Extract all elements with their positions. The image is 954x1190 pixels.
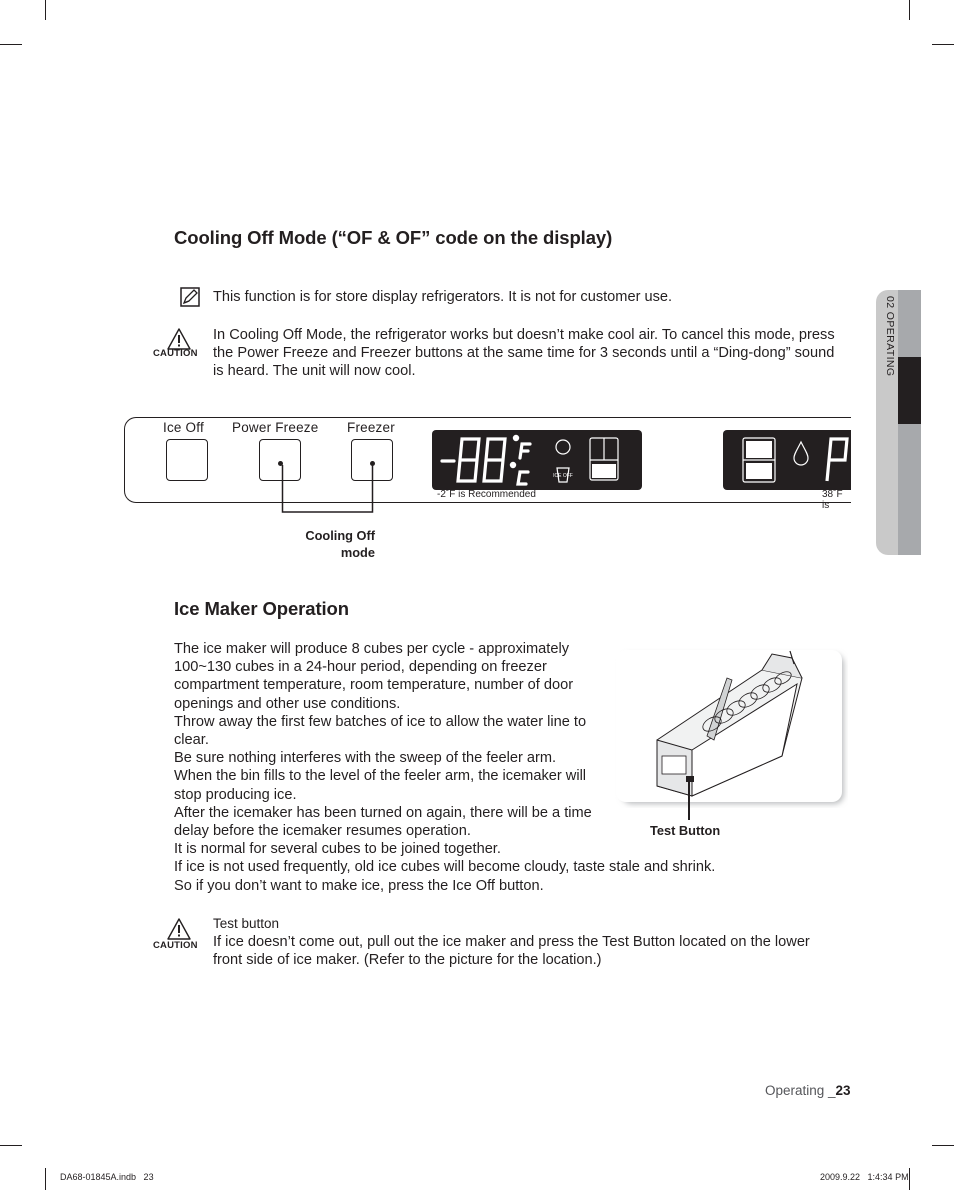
body-line: When the bin fills to the level of the f… (174, 768, 587, 785)
ice-maker-picture (612, 648, 848, 808)
footer-file: DA68-01845A.indb 23 (60, 1172, 154, 1182)
control-panel-illustration: Ice Off Power Freeze Freezer (0, 405, 851, 515)
body-line: 100~130 cubes in a 24-hour period, depen… (174, 659, 547, 676)
button-dot (370, 461, 375, 466)
crop-mark (909, 1168, 910, 1190)
ice-maker-heading: Ice Maker Operation (174, 598, 349, 619)
caution-line: is heard. The unit will now cool. (213, 363, 416, 380)
cooling-off-callout: Cooling Off mode (290, 527, 375, 561)
caution-title: Test button (213, 916, 280, 931)
crop-mark (0, 44, 22, 45)
power-freeze-button[interactable] (259, 439, 301, 481)
caution-line: In Cooling Off Mode, the refrigerator wo… (213, 327, 835, 343)
cooling-off-heading: Cooling Off Mode (“OF & OF” code on the … (174, 227, 613, 248)
body-line: After the icemaker has been turned on ag… (174, 804, 592, 821)
freezer-recommended: -2˚F is Recommended (437, 489, 536, 500)
page-number-prefix: Operating _ (765, 1083, 836, 1098)
side-tab-label: 02 OPERATING (884, 296, 896, 377)
crop-mark (45, 1168, 46, 1190)
ice-off-label: Ice Off (163, 420, 204, 435)
footer-date: 2009.9.22 1:4:34 PM (820, 1172, 909, 1182)
caution-text: If ice doesn’t come out, pull out the ic… (213, 933, 853, 969)
page-number-value: 23 (835, 1083, 851, 1098)
side-tab-strip (898, 290, 921, 357)
caution-line: front side of ice maker. (Refer to the p… (213, 952, 602, 969)
crop-mark (932, 1145, 954, 1146)
note-icon (180, 287, 200, 307)
callout-bracket (281, 465, 374, 515)
body-line: compartment temperature, room temperatur… (174, 677, 574, 694)
caution-label: CAUTION (153, 348, 198, 359)
caution-icon (167, 328, 191, 350)
fridge-recommended: 38˚F is (822, 489, 843, 511)
ice-off-button[interactable] (166, 439, 208, 481)
caution-line: If ice doesn’t come out, pull out the ic… (213, 934, 810, 950)
side-tab-active-strip (898, 357, 921, 424)
caution-line: the Power Freeze and Freezer buttons at … (213, 345, 835, 362)
power-freeze-label: Power Freeze (232, 420, 319, 435)
body-line: The ice maker will produce 8 cubes per c… (174, 641, 570, 657)
crop-mark (45, 0, 46, 20)
body-line: stop producing ice. (174, 786, 297, 803)
ice-off-icon-text: ICE OFF (553, 473, 573, 479)
crop-mark (909, 0, 910, 20)
ice-maker-body: The ice maker will produce 8 cubes per c… (174, 640, 774, 895)
body-line: Throw away the first few batches of ice … (174, 713, 587, 730)
fridge-display (723, 430, 851, 490)
button-dot (278, 461, 283, 466)
body-line: If ice is not used frequently, old ice c… (174, 859, 716, 876)
body-line: Be sure nothing interferes with the swee… (174, 750, 557, 767)
freezer-label: Freezer (347, 420, 395, 435)
freezer-display-digits: ICE OFF (440, 434, 619, 486)
side-tab-strip (898, 424, 921, 555)
body-line: clear. (174, 732, 209, 749)
callout-line: Cooling Off (305, 528, 375, 543)
caution-text: In Cooling Off Mode, the refrigerator wo… (213, 326, 853, 381)
callout-line: mode (340, 545, 375, 560)
body-line: So if you don’t want to make ice, press … (174, 877, 544, 894)
page-number: Operating _23 (765, 1083, 851, 1098)
fridge-display-icons (742, 437, 849, 483)
crop-mark (932, 44, 954, 45)
caution-icon (167, 918, 191, 940)
note-text: This function is for store display refri… (213, 289, 673, 305)
test-button-leader (688, 782, 690, 820)
body-line: It is normal for several cubes to be joi… (174, 841, 501, 858)
crop-mark (0, 1145, 22, 1146)
freezer-display: ICE OFF (432, 430, 642, 490)
body-line: openings and other use conditions. (174, 695, 401, 712)
caution-label: CAUTION (153, 940, 198, 951)
body-line: delay before the icemaker resumes operat… (174, 823, 471, 840)
test-button-label: Test Button (650, 823, 721, 838)
